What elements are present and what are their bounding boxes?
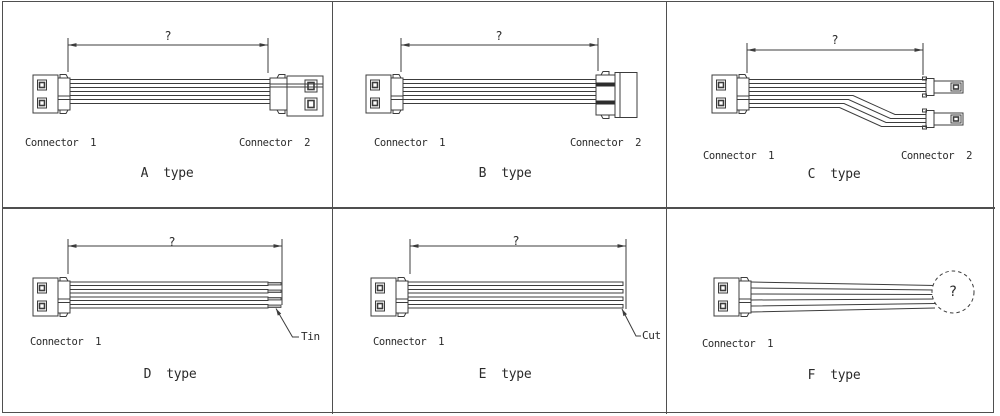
panel-b-type: ? Connector 1 Connector 2 B type: [333, 0, 667, 208]
wire-bundle: [70, 79, 270, 104]
connector-1-drawing: [32, 276, 71, 318]
connector-1-drawing: [711, 73, 750, 115]
tin-leader: [275, 308, 299, 338]
dimension-label: ?: [495, 29, 503, 43]
dimension: [409, 239, 627, 309]
panel-e-drawing: [370, 239, 641, 337]
panel-c-type: ? Connector 1 Connector 2 C type: [667, 0, 1000, 208]
panel-e-type: ? Connector 1 Cut E type: [333, 208, 667, 416]
grid-divider-horizontal: [2, 207, 995, 209]
connector-1-drawing: [713, 276, 752, 318]
dimension: [746, 43, 924, 75]
connector2-label: Connector 2: [238, 137, 310, 149]
dimension-label: ?: [164, 29, 172, 43]
unknown-end-circle: [931, 270, 975, 314]
tin-label: Tin: [301, 330, 320, 343]
connector-2-drawing: [269, 73, 324, 117]
connector-1-drawing: [370, 276, 409, 318]
cut-leader: [621, 308, 641, 337]
wire-leads: [407, 281, 624, 309]
connector1-label: Connector 1: [25, 137, 97, 149]
panel-caption: B type: [478, 166, 532, 181]
dimension-label: ?: [168, 235, 176, 249]
dimension-label: ?: [831, 33, 839, 47]
connector1-label: Connector 1: [374, 137, 446, 149]
panel-f-drawing: [713, 270, 975, 318]
split-wire-bundle: [749, 79, 926, 127]
panel-caption: C type: [807, 167, 861, 182]
connector2-label: Connector 2: [900, 150, 972, 162]
panel-f-type: ? Connector 1 F type: [667, 208, 1000, 416]
panel-d-type: ? Connector 1 Tin D type: [0, 208, 333, 416]
panel-a-type: ? Connector 1 Connector 2 A type: [0, 0, 333, 208]
dimension-label: ?: [512, 234, 520, 248]
panel-caption: D type: [143, 367, 197, 382]
connector-2-lower-drawing: [921, 108, 964, 130]
dimension: [67, 239, 283, 305]
cut-label: Cut: [642, 329, 661, 342]
connector2-label: Connector 2: [569, 137, 641, 149]
connector-1-drawing: [365, 73, 404, 115]
wire-bundle: [403, 79, 596, 104]
panel-b-drawing: [365, 38, 638, 119]
tinned-tips: [267, 282, 282, 308]
panel-c-drawing: [711, 43, 964, 130]
wire-leads: [69, 281, 269, 309]
dimension: [400, 38, 599, 72]
connector-1-drawing: [32, 73, 71, 115]
connector-2-drawing: [595, 71, 638, 119]
panel-caption: E type: [478, 367, 532, 382]
panel-caption: F type: [807, 368, 861, 383]
dimension: [67, 38, 269, 73]
connector1-label: Connector 1: [703, 150, 775, 162]
connector1-label: Connector 1: [30, 336, 102, 348]
connector1-label: Connector 1: [373, 336, 445, 348]
connector1-label: Connector 1: [702, 338, 774, 350]
wire-leads: [750, 281, 936, 313]
unknown-end-label: ?: [948, 284, 958, 300]
panel-d-drawing: [32, 239, 299, 338]
connector-2-upper-drawing: [921, 76, 964, 98]
panel-caption: A type: [140, 166, 194, 181]
panel-a-drawing: [32, 38, 324, 117]
